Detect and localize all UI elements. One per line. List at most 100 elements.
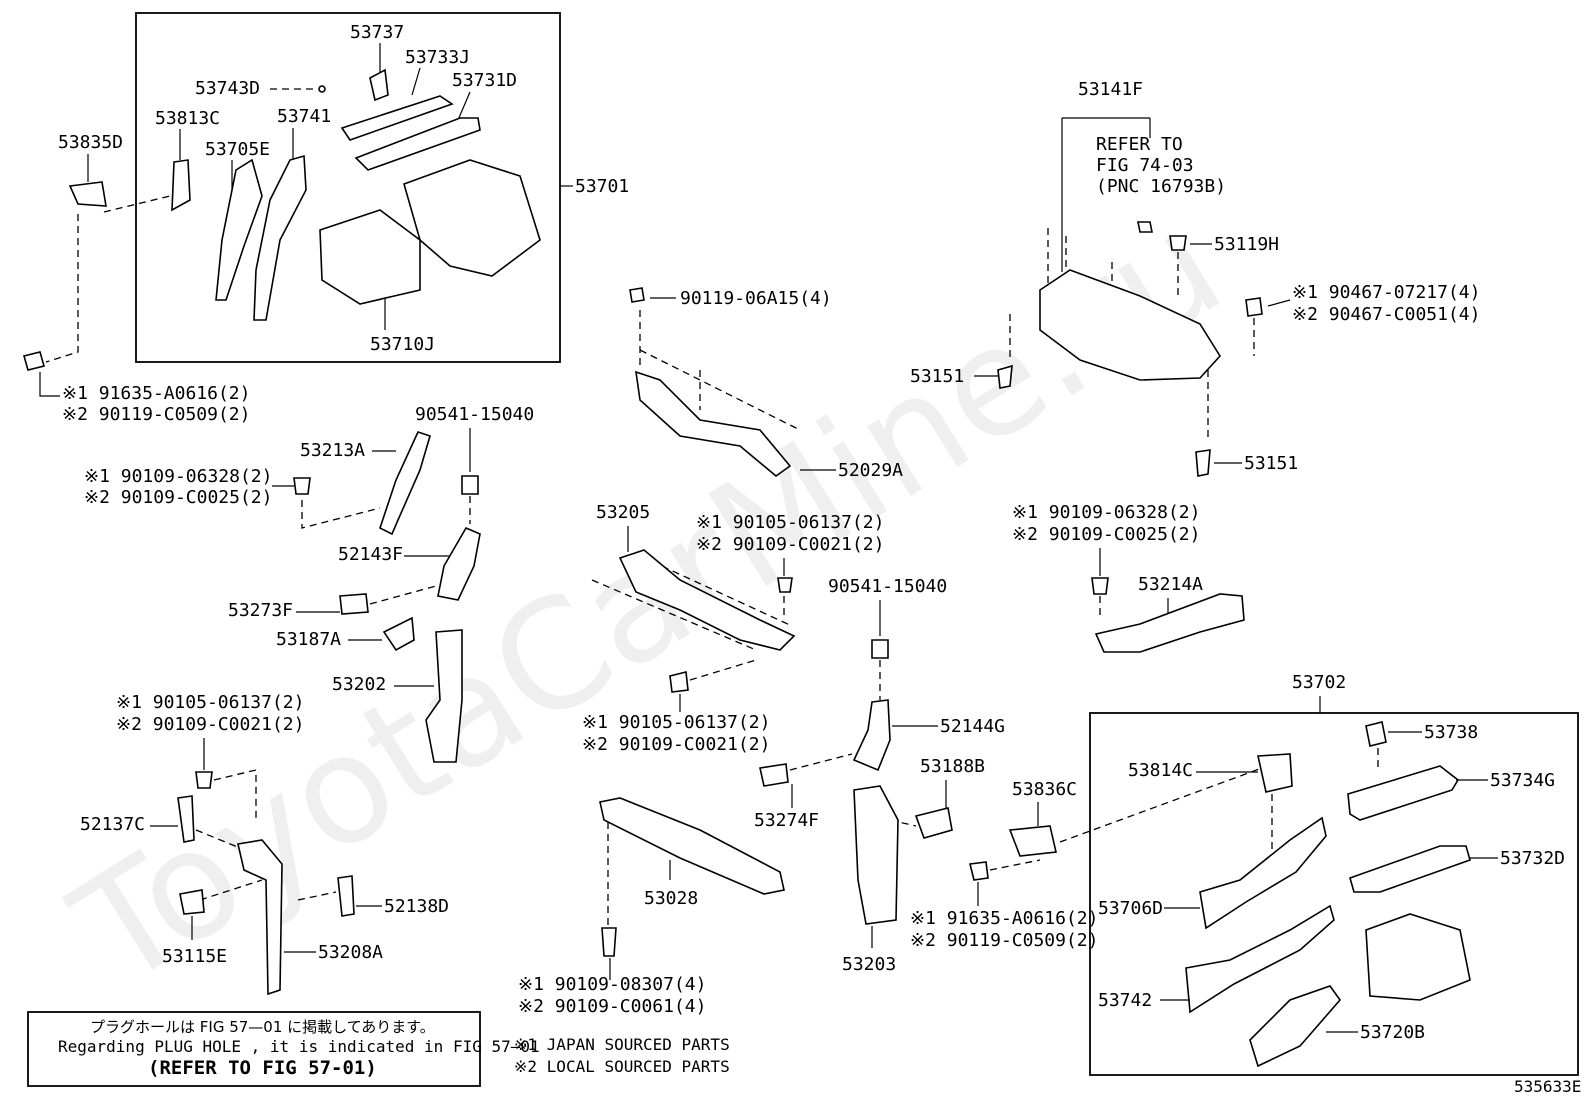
dash-52029A — [639, 310, 801, 431]
label-53836C: 53836C — [1012, 779, 1077, 800]
label-53208A: 53208A — [318, 942, 383, 963]
label-53813C: 53813C — [155, 108, 220, 129]
bolt-90109-08307-shape — [601, 927, 617, 957]
label-53187A: 53187A — [276, 629, 341, 650]
drawing-number: 535633E — [1514, 1077, 1581, 1096]
bolt-90105c-shape — [669, 671, 689, 693]
label-90109-C0021-b2: ※2 90109-C0021(2) — [696, 534, 884, 555]
label-53814C: 53814C — [1128, 760, 1193, 781]
apron-53701-shape — [403, 159, 541, 277]
label-90109-C0025b: ※2 90109-C0025(2) — [1012, 524, 1200, 545]
bracket-53273F-shape — [339, 593, 369, 615]
label-90109-08307: ※1 90109-08307(4) — [518, 974, 706, 995]
dash-53208A — [199, 879, 337, 901]
label-53706D: 53706D — [1098, 898, 1163, 919]
label-90109-C0025a: ※2 90109-C0025(2) — [84, 487, 272, 508]
label-91635a: ※1 91635-A0616(2) — [62, 383, 250, 404]
dash-53274F — [789, 753, 853, 771]
label-90105-a1: ※1 90105-06137(2) — [116, 692, 304, 713]
rail-53731D-shape — [354, 117, 481, 171]
dash-91635b — [989, 859, 1041, 871]
label-53213A: 53213A — [300, 440, 365, 461]
label-90541a: 90541-15040 — [415, 404, 534, 425]
label-53710J: 53710J — [370, 334, 435, 355]
label-53705E: 53705E — [205, 139, 270, 160]
plug-note-refer: (REFER TO FIG 57-01) — [148, 1057, 377, 1079]
label-53732D: 53732D — [1500, 848, 1565, 869]
bracket-52138D-shape — [337, 875, 355, 917]
screw-90467-shape — [1245, 297, 1263, 317]
plug-note-jp: プラグホールは FIG 57—01 に掲載してあります。 — [90, 1018, 435, 1036]
label-52137C: 52137C — [80, 814, 145, 835]
bolt-90109a-shape — [293, 477, 311, 495]
bracket-52137C-shape — [177, 795, 195, 843]
leader-53731D — [457, 91, 471, 121]
dash-90109a — [301, 500, 381, 529]
label-53733J: 53733J — [405, 47, 470, 68]
label-53205: 53205 — [596, 502, 650, 523]
label-53151a: 53151 — [910, 366, 964, 387]
clip-53151a-shape — [997, 364, 1013, 389]
plug-hole-note-box — [27, 1011, 481, 1087]
label-53701: 53701 — [575, 176, 629, 197]
rail-53734G-shape — [1347, 765, 1460, 821]
leader-53141F — [1061, 117, 1151, 272]
label-53720B: 53720B — [1360, 1022, 1425, 1043]
label-90109-C0061: ※2 90109-C0061(4) — [518, 996, 706, 1017]
label-53731D: 53731D — [452, 70, 517, 91]
label-53273F: 53273F — [228, 600, 293, 621]
label-53188B: 53188B — [920, 756, 985, 777]
label-53743D: 53743D — [195, 78, 260, 99]
refer-line2: FIG 74-03 — [1096, 155, 1194, 176]
grommet-90541a-shape — [461, 475, 479, 495]
dash-53273F — [369, 585, 437, 605]
label-53734G: 53734G — [1490, 770, 1555, 791]
brace-53213A-shape — [379, 431, 431, 536]
bolt-90105b-shape — [777, 577, 793, 593]
label-53202: 53202 — [332, 674, 386, 695]
rail-53733J-shape — [340, 95, 454, 141]
label-53741: 53741 — [277, 106, 331, 127]
bolt-90119-06A15-shape — [629, 287, 645, 303]
dash-53141F — [1009, 228, 1255, 440]
label-90105-c1: ※1 90105-06137(2) — [582, 712, 770, 733]
apron-53702-shape — [1365, 913, 1471, 1001]
leader-53733J — [411, 67, 421, 96]
label-90119-C0509b: ※2 90119-C0509(2) — [910, 930, 1098, 951]
bolt-91635b-shape — [969, 861, 989, 881]
bracket-53813C-shape — [171, 159, 191, 212]
label-90109-06328b: ※1 90109-06328(2) — [1012, 502, 1200, 523]
label-52143F: 52143F — [338, 544, 403, 565]
support-53202-shape — [425, 629, 463, 763]
bracket-53115E-shape — [179, 889, 205, 915]
label-90467b: ※2 90467-C0051(4) — [1292, 304, 1480, 325]
brace-53214A-shape — [1094, 593, 1245, 653]
member-53205-shape — [618, 549, 796, 651]
label-53702: 53702 — [1292, 672, 1346, 693]
brace-52144G-shape — [852, 699, 891, 772]
dash-52137C — [195, 829, 241, 849]
clip-53119H-shape — [1169, 235, 1187, 251]
clip-16793B-shape — [1137, 221, 1153, 233]
dash-bolt-left — [45, 214, 79, 363]
reinforcement-53741-shape — [253, 154, 307, 321]
rail-53208A-shape — [237, 839, 283, 996]
label-53274F: 53274F — [754, 810, 819, 831]
label-53214A: 53214A — [1138, 574, 1203, 595]
support-53203-shape — [853, 785, 899, 925]
bolt-91635a-shape — [23, 351, 45, 371]
label-91635b: ※1 91635-A0616(2) — [910, 908, 1098, 929]
group-53702-frame — [1089, 712, 1579, 1076]
clip-53151b-shape — [1195, 449, 1211, 477]
label-52029A: 52029A — [838, 460, 903, 481]
label-53028: 53028 — [644, 888, 698, 909]
plug-note-en: Regarding PLUG HOLE , it is indicated in… — [58, 1037, 540, 1056]
legend-japan: ※1 JAPAN SOURCED PARTS — [514, 1035, 730, 1054]
label-53742: 53742 — [1098, 990, 1152, 1011]
apron-53710J-shape — [319, 209, 421, 305]
bracket-53814C-shape — [1257, 753, 1293, 793]
support-52029A-shape — [635, 370, 792, 478]
label-52138D: 52138D — [384, 896, 449, 917]
legend-local: ※2 LOCAL SOURCED PARTS — [514, 1057, 730, 1076]
dash-90105a — [213, 769, 257, 820]
